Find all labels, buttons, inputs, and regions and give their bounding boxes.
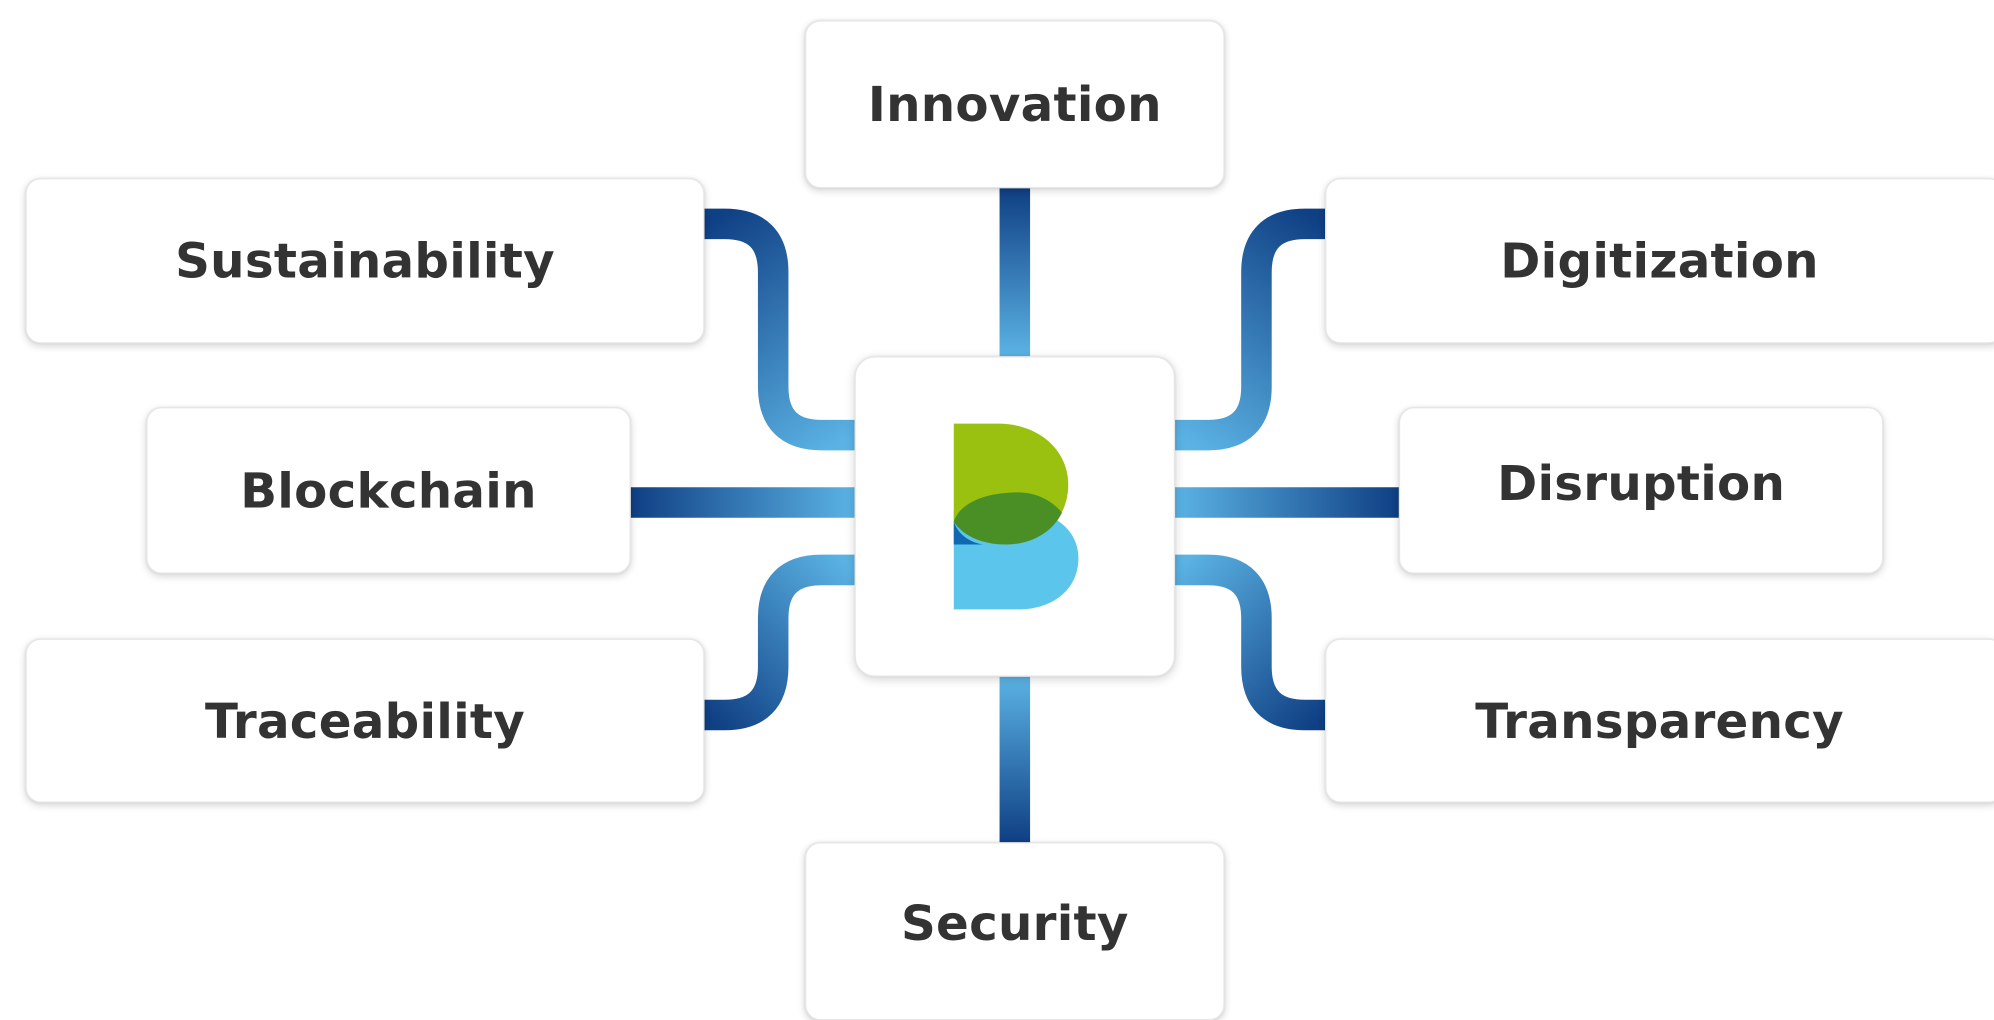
connector-sustainability xyxy=(704,208,855,451)
node-label-digitization: Digitization xyxy=(1500,232,1819,289)
node-transparency: Transparency xyxy=(1325,638,1994,803)
node-digitization: Digitization xyxy=(1325,178,1994,344)
connector-traceability xyxy=(704,554,855,731)
node-label-traceability: Traceability xyxy=(204,692,526,749)
node-innovation: Innovation xyxy=(804,20,1225,189)
node-label-disruption: Disruption xyxy=(1497,454,1786,511)
letter-b-logo-icon xyxy=(953,423,1079,610)
node-disruption: Disruption xyxy=(1398,407,1884,574)
node-sustainability: Sustainability xyxy=(25,178,705,344)
connector-transparency xyxy=(1175,554,1326,731)
node-label-security: Security xyxy=(900,895,1129,952)
logo-overlap xyxy=(953,492,1062,545)
node-blockchain: Blockchain xyxy=(146,407,631,574)
connector-digitization xyxy=(1175,208,1326,451)
node-security: Security xyxy=(804,842,1225,1020)
logo-dark-accent xyxy=(953,521,984,545)
node-label-blockchain: Blockchain xyxy=(240,462,537,519)
node-label-sustainability: Sustainability xyxy=(175,232,555,289)
node-label-transparency: Transparency xyxy=(1475,692,1844,749)
node-traceability: Traceability xyxy=(25,638,705,803)
node-label-innovation: Innovation xyxy=(867,76,1162,133)
hub-logo-tile xyxy=(854,356,1176,677)
